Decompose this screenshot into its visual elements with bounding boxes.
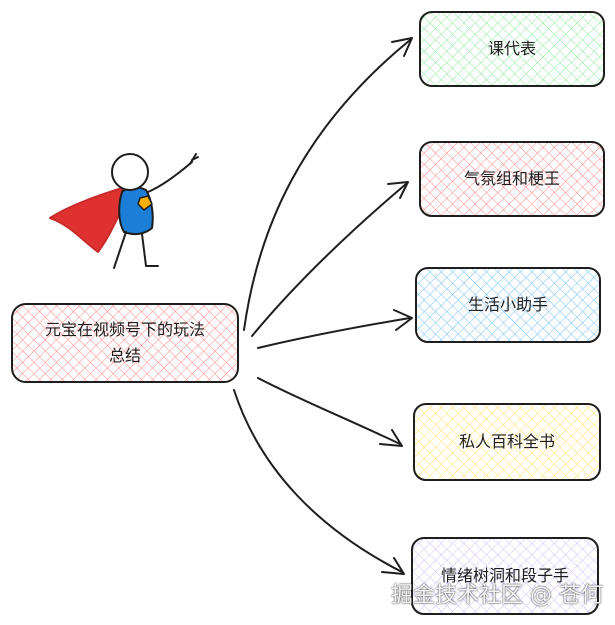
arrow-head-3 [393, 309, 413, 331]
arrow-head-1 [391, 37, 413, 57]
branch-node-5-label: 情绪树洞和段子手 [440, 566, 569, 585]
arrow-to-branch-4 [257, 377, 401, 445]
badge-icon [137, 195, 153, 211]
arrow-head-2 [387, 181, 409, 199]
arrow-head-4 [379, 429, 403, 447]
cape-shape [49, 187, 125, 253]
raised-fist [189, 153, 199, 165]
raised-arm [147, 161, 193, 193]
connectors [233, 37, 413, 575]
branch-node-4-label: 私人百科全书 [458, 432, 555, 451]
hero-head [111, 153, 149, 191]
root-node-shape [11, 303, 239, 383]
left-leg [113, 231, 127, 269]
arrow-head-5 [381, 557, 405, 575]
arrow-to-branch-5 [233, 389, 403, 573]
suit-body [118, 186, 154, 236]
root-node-label: 元宝在视频号下的玩法 总结 [12, 304, 238, 382]
branch-node-3-label: 生活小助手 [467, 295, 548, 314]
watermark-text: 掘金技术社区 @ 苍何 [391, 583, 603, 608]
arrow-to-branch-1 [243, 39, 411, 331]
arrow-to-branch-3 [257, 317, 411, 349]
root-label-line-1: 元宝在视频号下的玩法 [44, 320, 205, 339]
superhero-illustration [49, 153, 199, 269]
branch-node-4-shape [413, 403, 601, 481]
arrow-to-branch-2 [251, 183, 407, 337]
right-leg [141, 233, 159, 267]
branch-node-1-shape [419, 11, 605, 87]
branch-node-2-label: 气氛组和梗王 [463, 169, 560, 188]
branch-node-2-shape [419, 141, 605, 217]
root-label-line-2: 总结 [108, 346, 141, 365]
branch-node-3-shape [415, 267, 601, 343]
branch-node-1-label: 课代表 [487, 39, 536, 58]
branch-node-5-shape [411, 537, 599, 615]
